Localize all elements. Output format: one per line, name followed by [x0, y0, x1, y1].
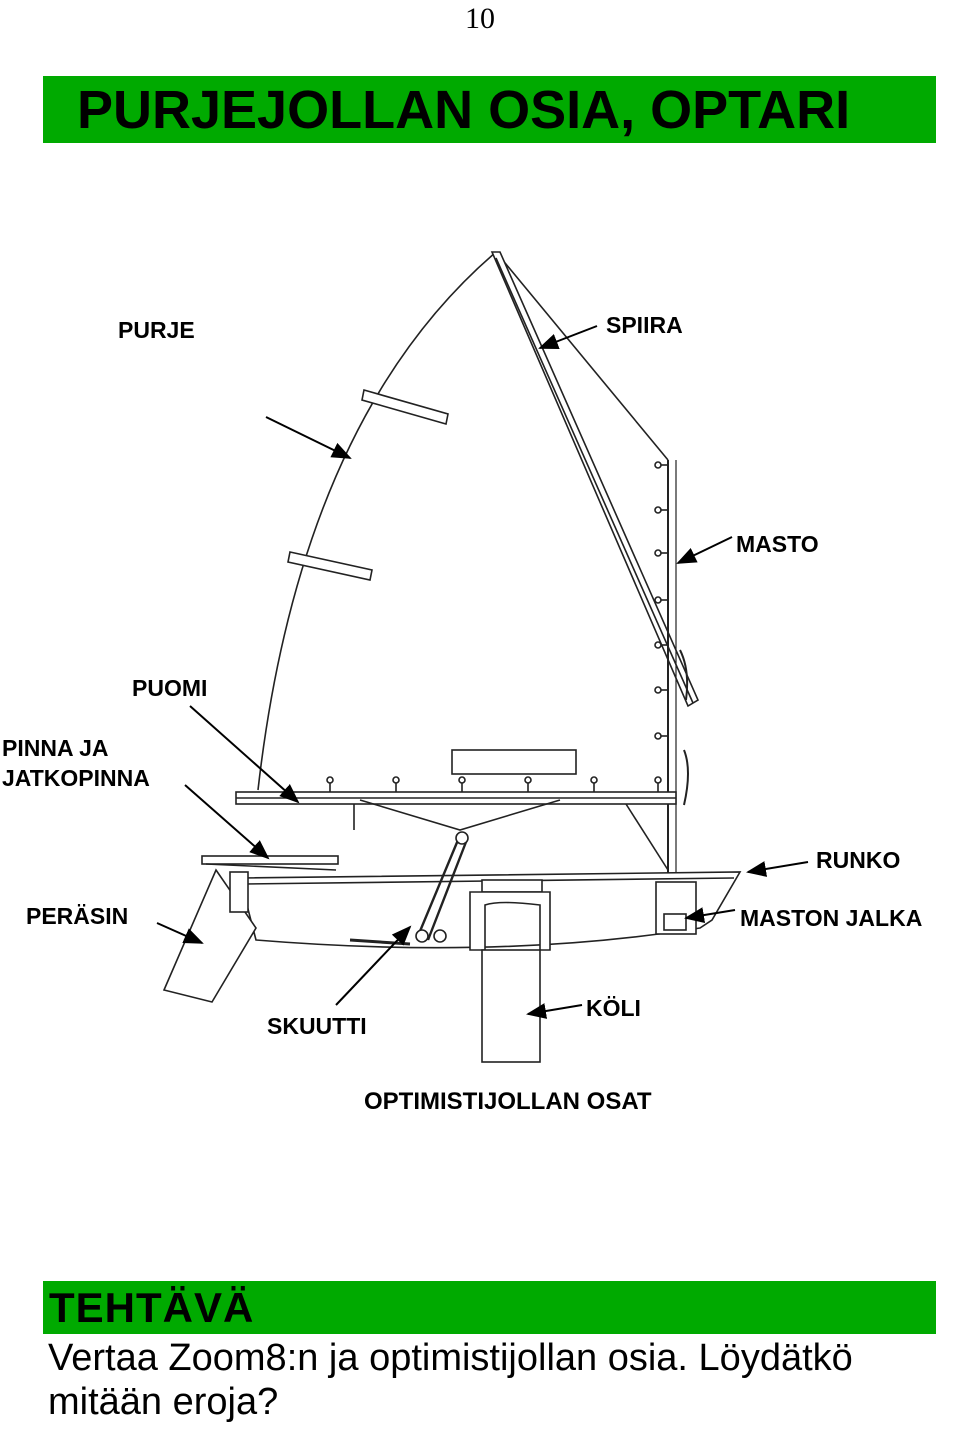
task-title: TEHTÄVÄ: [49, 1284, 255, 1331]
batten-upper: [361, 388, 449, 426]
sail-window: [451, 749, 577, 775]
label-puomi: PUOMI: [132, 675, 208, 701]
page-title: PURJEJOLLAN OSIA, OPTARI: [77, 80, 851, 140]
rudder-stock: [229, 871, 249, 913]
optimist-dinghy-diagram: [156, 251, 809, 1063]
arrow-pinna: [184, 784, 270, 860]
centerboard: [481, 949, 541, 1063]
task-banner: TEHTÄVÄ: [43, 1281, 936, 1334]
sail-leech: [495, 251, 669, 461]
thwart: [481, 879, 543, 893]
arrow-masto: [676, 536, 733, 564]
task-text: Vertaa Zoom8:n ja optimistijollan osia. …: [48, 1337, 853, 1423]
label-purje: PURJE: [118, 317, 195, 343]
arrow-puomi: [189, 705, 300, 804]
label-skuutti: SKUUTTI: [267, 1013, 367, 1039]
label-pinna-line1: PINNA JA: [2, 735, 109, 761]
tiller: [201, 855, 339, 865]
mainsheet-block: [416, 839, 468, 941]
arrow-skuutti: [335, 925, 412, 1006]
label-masto: MASTO: [736, 531, 819, 557]
page-number: 10: [465, 2, 495, 35]
arrow-maston-jalka: [684, 907, 736, 923]
arrow-runko: [746, 861, 809, 877]
label-pinna-line2: JATKOPINNA: [2, 765, 150, 791]
boom-ties: [326, 776, 662, 792]
arrow-perasin: [156, 922, 204, 944]
label-spiira: SPIIRA: [606, 312, 683, 338]
mast-ties: [654, 461, 668, 740]
batten-lower: [287, 551, 373, 581]
sail-outline: [257, 251, 497, 791]
arrow-koli: [526, 1003, 583, 1019]
label-perasin: PERÄSIN: [26, 903, 129, 929]
label-runko: RUNKO: [816, 847, 901, 873]
title-banner: PURJEJOLLAN OSIA, OPTARI: [43, 76, 936, 143]
centerboard-case: [469, 891, 551, 951]
label-koli: KÖLI: [586, 995, 641, 1021]
arrow-purje: [265, 416, 352, 459]
diagram-caption: OPTIMISTIJOLLAN OSAT: [364, 1088, 652, 1115]
label-maston-jalka: MASTON JALKA: [740, 905, 923, 931]
arrow-spiira: [538, 325, 598, 349]
